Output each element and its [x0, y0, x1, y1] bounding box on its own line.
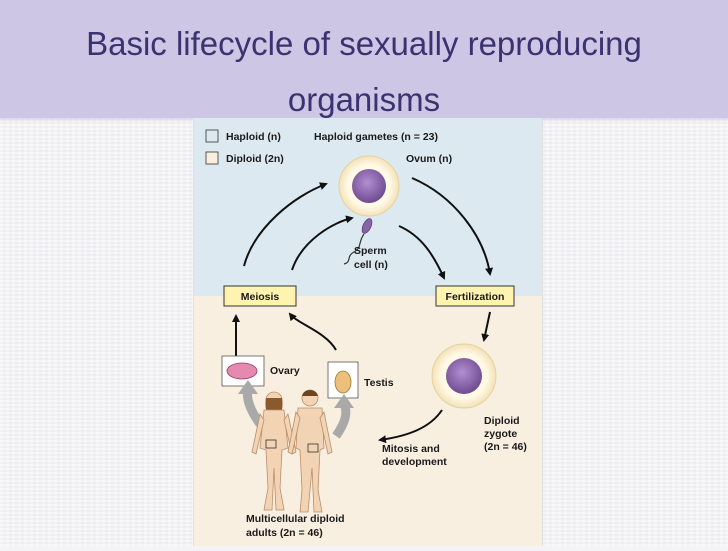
- zygote-label-line2: zygote: [484, 428, 517, 440]
- adults-label-line2: adults (2n = 46): [246, 527, 323, 539]
- male-adult-figure: [287, 389, 333, 513]
- lifecycle-figure: Haploid (n) Diploid (2n) Haploid gametes…: [193, 118, 543, 546]
- fertilization-box: [435, 285, 515, 307]
- gray-arrow-female-head: [238, 380, 258, 394]
- arrow-fertilization-to-zygote: [481, 311, 491, 342]
- arrow-testis-to-meiosis: [288, 312, 337, 351]
- zygote-label-line3: (2n = 46): [484, 441, 527, 453]
- testis-label: Testis: [364, 377, 394, 389]
- ovary-label: Ovary: [270, 365, 300, 377]
- arrow-meiosis-to-ovum: [243, 182, 328, 267]
- female-marker-box: [265, 439, 277, 449]
- sperm-label-line1: Sperm: [354, 245, 387, 257]
- gray-arrow-male-head: [334, 394, 354, 408]
- mitosis-label-line2: development: [382, 456, 447, 468]
- arrow-sperm-to-fertilization: [398, 225, 446, 280]
- haploid-legend-swatch: [205, 129, 219, 143]
- ovary-icon: [226, 362, 258, 380]
- sperm-label-line2: cell (n): [354, 259, 388, 271]
- slide-title-line2: organisms: [287, 81, 441, 118]
- meiosis-box: [223, 285, 297, 307]
- fertilization-label: Fertilization: [446, 291, 505, 303]
- arrow-meiosis-to-sperm: [291, 215, 354, 271]
- testis-icon: [334, 370, 352, 394]
- zygote-cell: [431, 343, 497, 409]
- diploid-legend-swatch: [205, 151, 219, 165]
- diploid-legend-label: Diploid (2n): [226, 153, 284, 165]
- ovum-label: Ovum (n): [406, 153, 452, 165]
- lifecycle-diagram: Haploid (n) Diploid (2n) Haploid gametes…: [194, 118, 542, 546]
- slide-title: Basic lifecycle of sexually reproducing …: [0, 16, 728, 128]
- haploid-legend-label: Haploid (n): [226, 131, 281, 143]
- arrow-zygote-to-adults: [378, 409, 443, 444]
- meiosis-label: Meiosis: [241, 291, 280, 303]
- slide-title-line1: Basic lifecycle of sexually reproducing: [86, 25, 642, 62]
- haploid-gametes-label: Haploid gametes (n = 23): [314, 131, 438, 143]
- mitosis-label-line1: Mitosis and: [382, 443, 440, 455]
- sperm-cell: [343, 218, 373, 265]
- male-marker-box: [307, 443, 319, 453]
- female-adult-figure: [251, 391, 297, 511]
- ovum-cell: [338, 155, 400, 217]
- adults-label-line1: Multicellular diploid: [246, 513, 345, 525]
- arrow-ovum-to-fertilization: [411, 177, 494, 276]
- zygote-label-line1: Diploid: [484, 415, 520, 427]
